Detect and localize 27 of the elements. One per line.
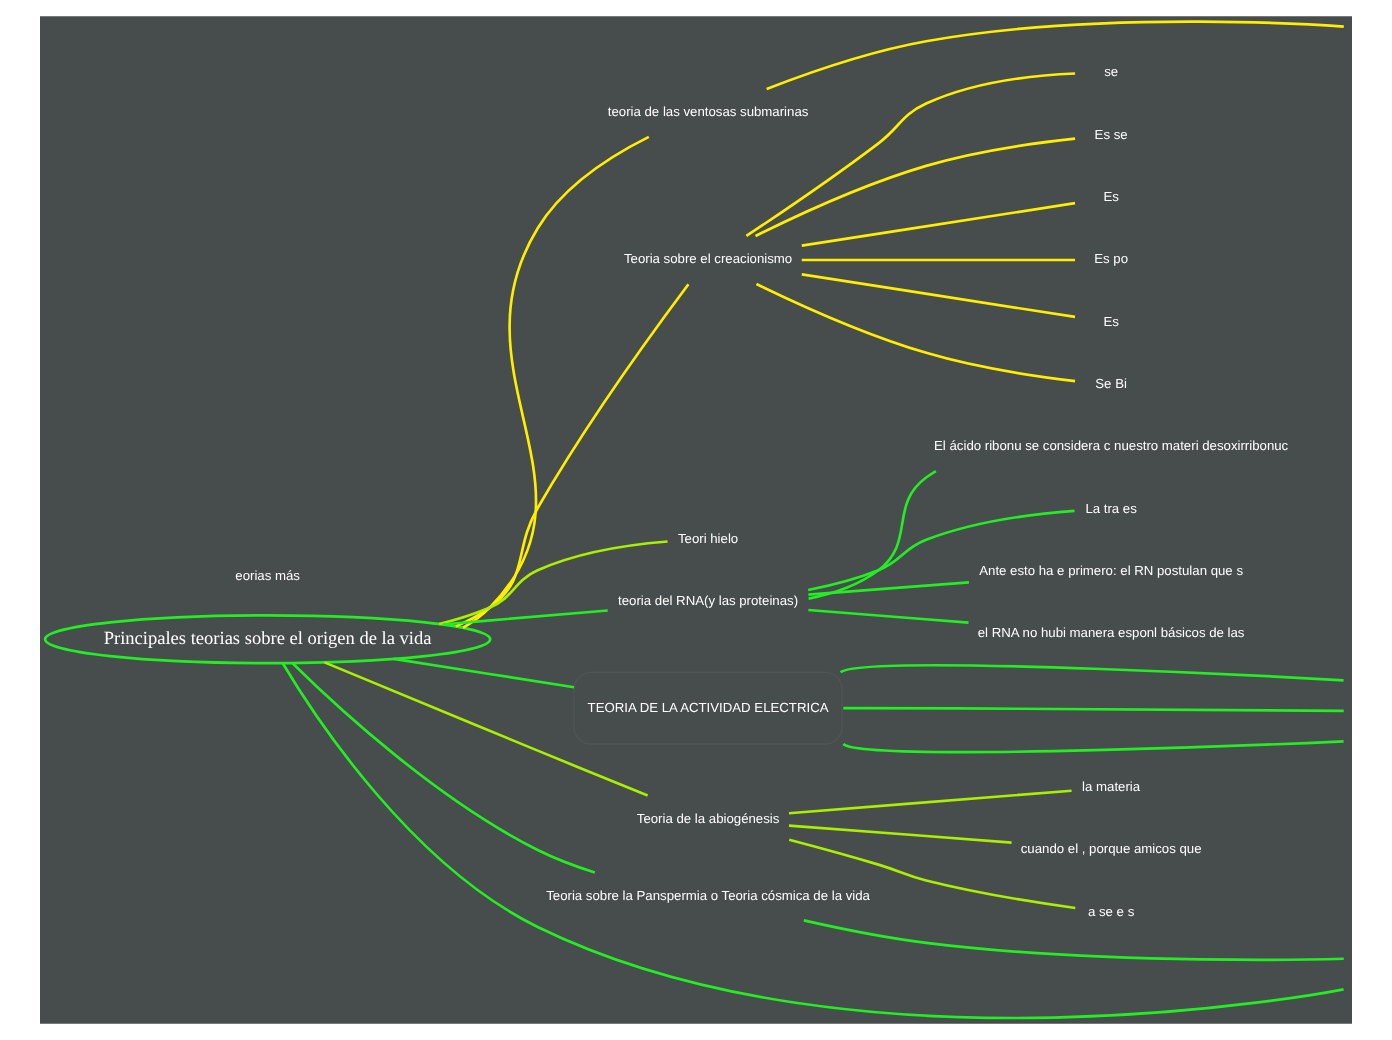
connector — [393, 657, 575, 689]
connector — [281, 662, 1344, 1019]
connector — [754, 137, 1076, 238]
connector — [462, 135, 650, 629]
connector — [840, 663, 1344, 682]
connector — [788, 838, 1076, 910]
connector — [788, 789, 1072, 815]
connector — [455, 283, 690, 628]
node-ellipse: Principales teorias sobre el origen de la vida — [43, 614, 492, 665]
connector — [807, 509, 1075, 592]
connector — [438, 540, 668, 626]
connector — [808, 608, 969, 625]
connector — [324, 661, 649, 797]
connector — [442, 609, 608, 626]
connector — [801, 258, 1075, 262]
connector — [755, 282, 1076, 383]
connector — [291, 662, 596, 874]
connector — [808, 469, 937, 600]
connector — [801, 273, 1076, 319]
connector — [842, 740, 1344, 754]
connector — [808, 581, 969, 596]
connector — [788, 824, 1012, 844]
connector — [766, 20, 1344, 91]
connector — [843, 706, 1344, 713]
connector — [803, 919, 1344, 962]
connector — [801, 201, 1076, 247]
connector — [745, 72, 1076, 238]
